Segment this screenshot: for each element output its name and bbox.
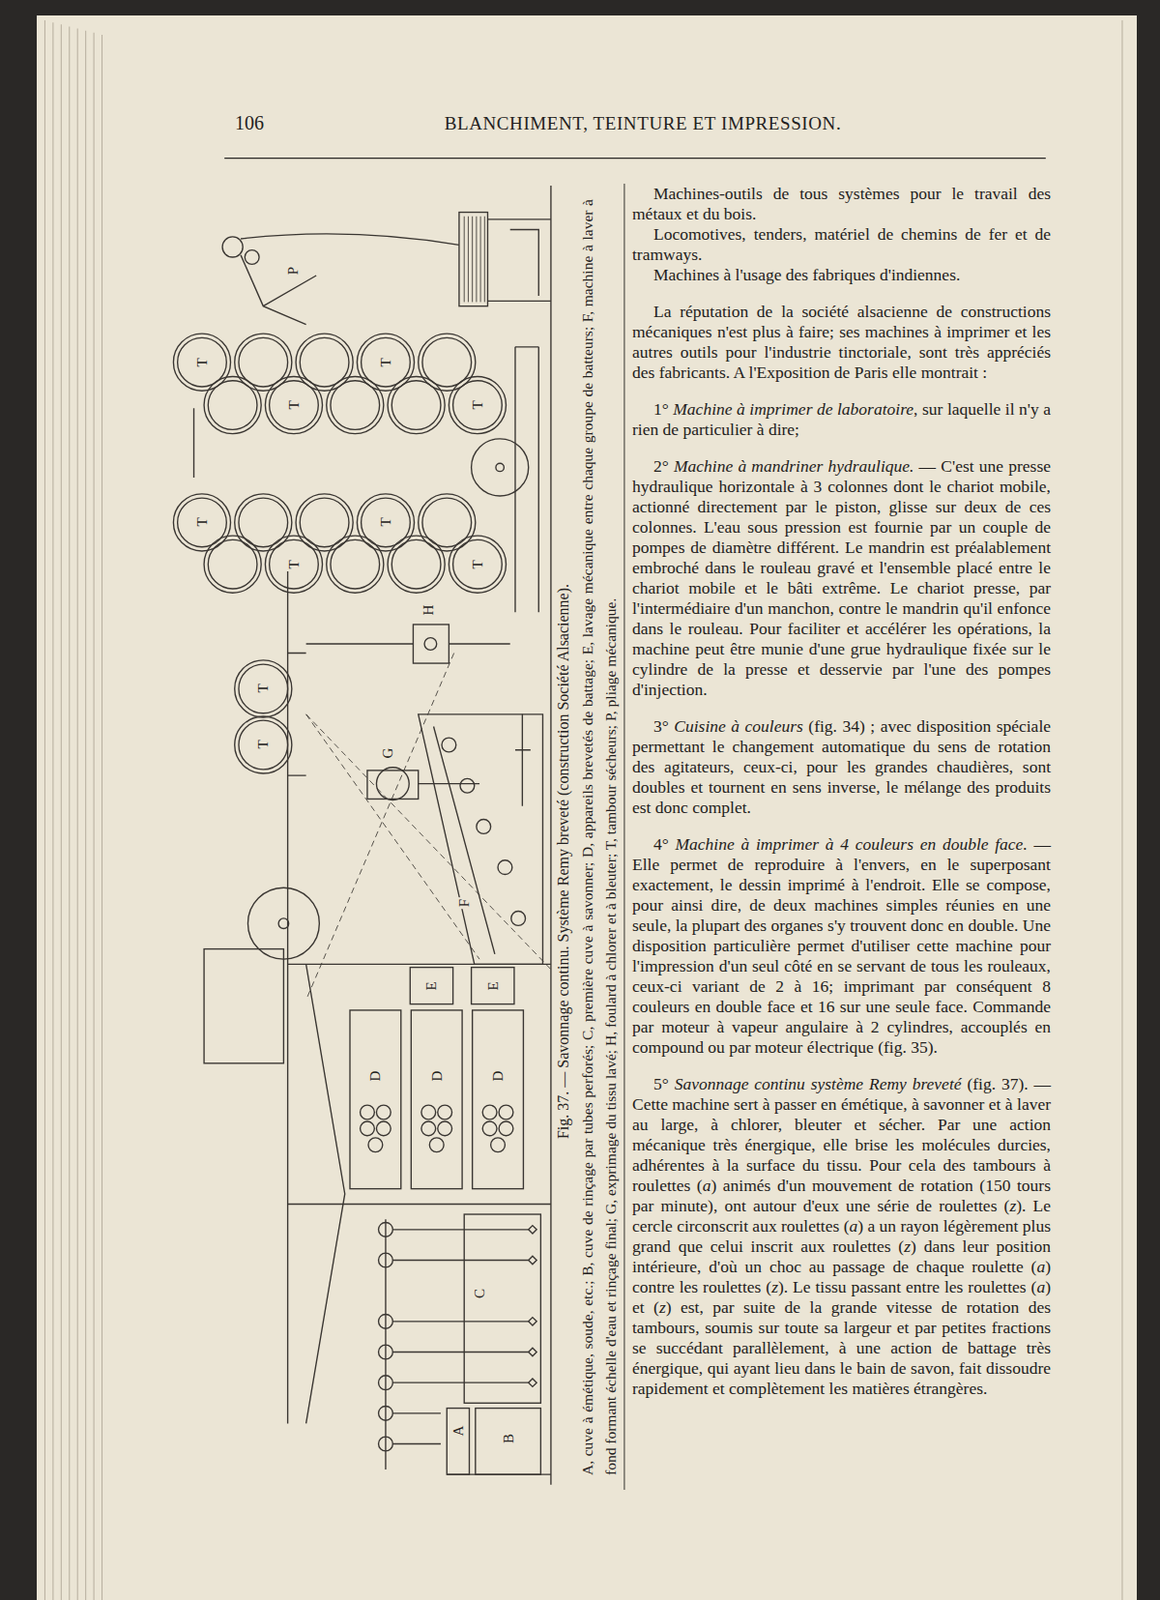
italic-term: Machine à mandriner hydraulique.: [673, 456, 914, 476]
body-text: Machines à l'usage des fabriques d'indie…: [653, 264, 960, 285]
page-number: 106: [234, 112, 264, 135]
paragraph: 4° Machine à imprimer à 4 couleurs en do…: [632, 834, 1051, 1058]
part-letter: D: [491, 1069, 506, 1084]
body-text: 5°: [653, 1073, 675, 1094]
running-head: BLANCHIMENT, TEINTURE ET IMPRESSION.: [270, 113, 1015, 135]
part-letter: T: [286, 557, 301, 571]
part-letter: T: [256, 738, 271, 752]
body-text: La réputation de la société alsacienne d…: [632, 301, 1051, 382]
part-letter: F: [457, 897, 472, 909]
paragraph: Machines à l'usage des fabriques d'indie…: [632, 264, 1051, 286]
paragraph: Machines-outils de tous systèmes pour le…: [632, 183, 1051, 225]
part-letter: T: [194, 355, 209, 369]
paragraph: 2° Machine à mandriner hydraulique. — C'…: [632, 456, 1051, 700]
body-text: Locomotives, tenders, matériel de chemin…: [632, 224, 1051, 264]
part-letter: T: [194, 516, 209, 529]
text-column: Machines-outils de tous systèmes pour le…: [632, 183, 1051, 1399]
italic-term: Cuisine à couleurs: [673, 716, 804, 736]
part-letter: T: [286, 398, 301, 411]
part-letter: D: [368, 1069, 383, 1084]
body-text: — Elle permet de reproduire à l'envers, …: [632, 834, 1051, 1057]
italic-term: a: [849, 1216, 859, 1236]
body-text: 1°: [653, 399, 673, 419]
body-text: 3°: [653, 716, 674, 736]
part-letter: D: [429, 1069, 444, 1084]
part-letter: T: [377, 355, 393, 369]
italic-term: a: [1036, 1276, 1045, 1297]
figure-key: A, cuve à émétique, soude, etc.; B, cuve…: [576, 199, 623, 1476]
body-text: ) est, par suite de la grande vitesse de…: [632, 1297, 1051, 1398]
part-letter: H: [421, 603, 436, 618]
italic-term: Machine à imprimer de laboratoire: [672, 399, 914, 419]
part-letter: T: [377, 516, 393, 529]
italic-term: Machine à imprimer à 4 couleurs en doubl…: [674, 834, 1027, 854]
part-letter: B: [500, 1431, 516, 1446]
paragraph: La réputation de la société alsacienne d…: [632, 301, 1051, 383]
paragraph: 3° Cuisine à couleurs (fig. 34) ; avec d…: [632, 716, 1051, 818]
part-letter: T: [256, 682, 271, 696]
part-letter: T: [469, 557, 485, 571]
italic-term: a: [702, 1175, 712, 1195]
italic-term: a: [1036, 1256, 1045, 1276]
body-text: 4°: [653, 834, 675, 854]
italic-term: z: [771, 1276, 779, 1297]
body-text: ). Le tissu passant entre les roulettes …: [778, 1276, 1037, 1297]
paragraph: Locomotives, tenders, matériel de chemin…: [632, 224, 1051, 265]
italic-term: z: [903, 1236, 911, 1256]
body-text: Machines-outils de tous systèmes pour le…: [632, 183, 1051, 224]
part-letter: C: [472, 1286, 488, 1301]
italic-term: z: [1009, 1195, 1016, 1216]
part-letter: E: [424, 979, 439, 992]
part-letter: P: [285, 264, 300, 277]
italic-term: Savonnage continu système Remy breveté: [674, 1073, 962, 1094]
body-text: 2°: [653, 456, 674, 476]
figure-caption: Fig. 37. — Savonnage continu. Système Re…: [554, 583, 573, 1139]
part-letter: A: [450, 1422, 465, 1438]
paragraph: 5° Savonnage continu système Remy brevet…: [632, 1073, 1051, 1399]
italic-term: z: [659, 1297, 667, 1317]
part-letter: G: [380, 745, 396, 760]
part-letter: E: [485, 979, 500, 992]
part-letter: T: [469, 398, 485, 411]
body-text: — C'est une presse hydraulique horizonta…: [632, 456, 1051, 699]
paragraph: 1° Machine à imprimer de laboratoire, su…: [632, 399, 1051, 440]
